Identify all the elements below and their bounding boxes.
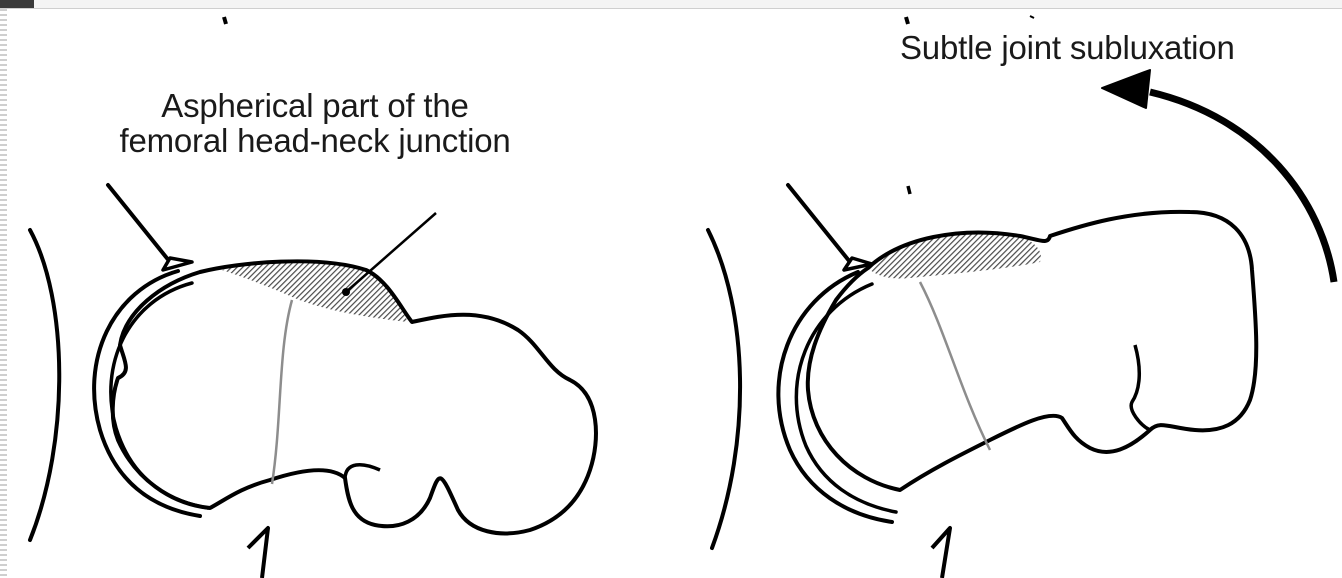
left-labrum-line xyxy=(108,185,170,262)
right-aspherical-region xyxy=(868,234,1041,279)
left-inferior-spur xyxy=(248,528,268,578)
left-labrum-tip xyxy=(163,258,192,270)
right-inferior-spur xyxy=(932,528,950,578)
subluxation-label: Subtle joint subluxation xyxy=(900,30,1330,65)
left-pelvis-contour xyxy=(30,230,59,540)
right-small-tick xyxy=(908,186,910,194)
right-physeal-line xyxy=(920,282,990,450)
right-top-tick-2 xyxy=(1030,16,1034,18)
right-acetabulum-inner xyxy=(796,284,896,512)
aspherical-part-label-line2: femoral head-neck junction xyxy=(60,123,570,158)
right-pelvis-contour xyxy=(708,230,740,548)
aspherical-part-label-line1: Aspherical part of the xyxy=(60,88,570,123)
left-pointer-dot xyxy=(342,288,350,296)
left-pointer-line xyxy=(346,213,436,292)
left-neck-notch xyxy=(345,465,380,478)
left-physeal-line xyxy=(272,300,292,484)
aspherical-part-label: Aspherical part of the femoral head-neck… xyxy=(60,88,570,158)
right-panel xyxy=(708,16,1334,578)
left-top-tick xyxy=(224,17,226,24)
right-top-tick xyxy=(906,17,908,24)
left-acetabulum-inner xyxy=(111,283,208,508)
subluxation-arrow-shaft xyxy=(1150,92,1334,282)
subluxation-arrow-head xyxy=(1102,70,1150,108)
left-aspherical-region xyxy=(222,261,408,322)
right-labrum-line xyxy=(788,185,850,262)
right-trochanter-notch xyxy=(1131,345,1150,430)
